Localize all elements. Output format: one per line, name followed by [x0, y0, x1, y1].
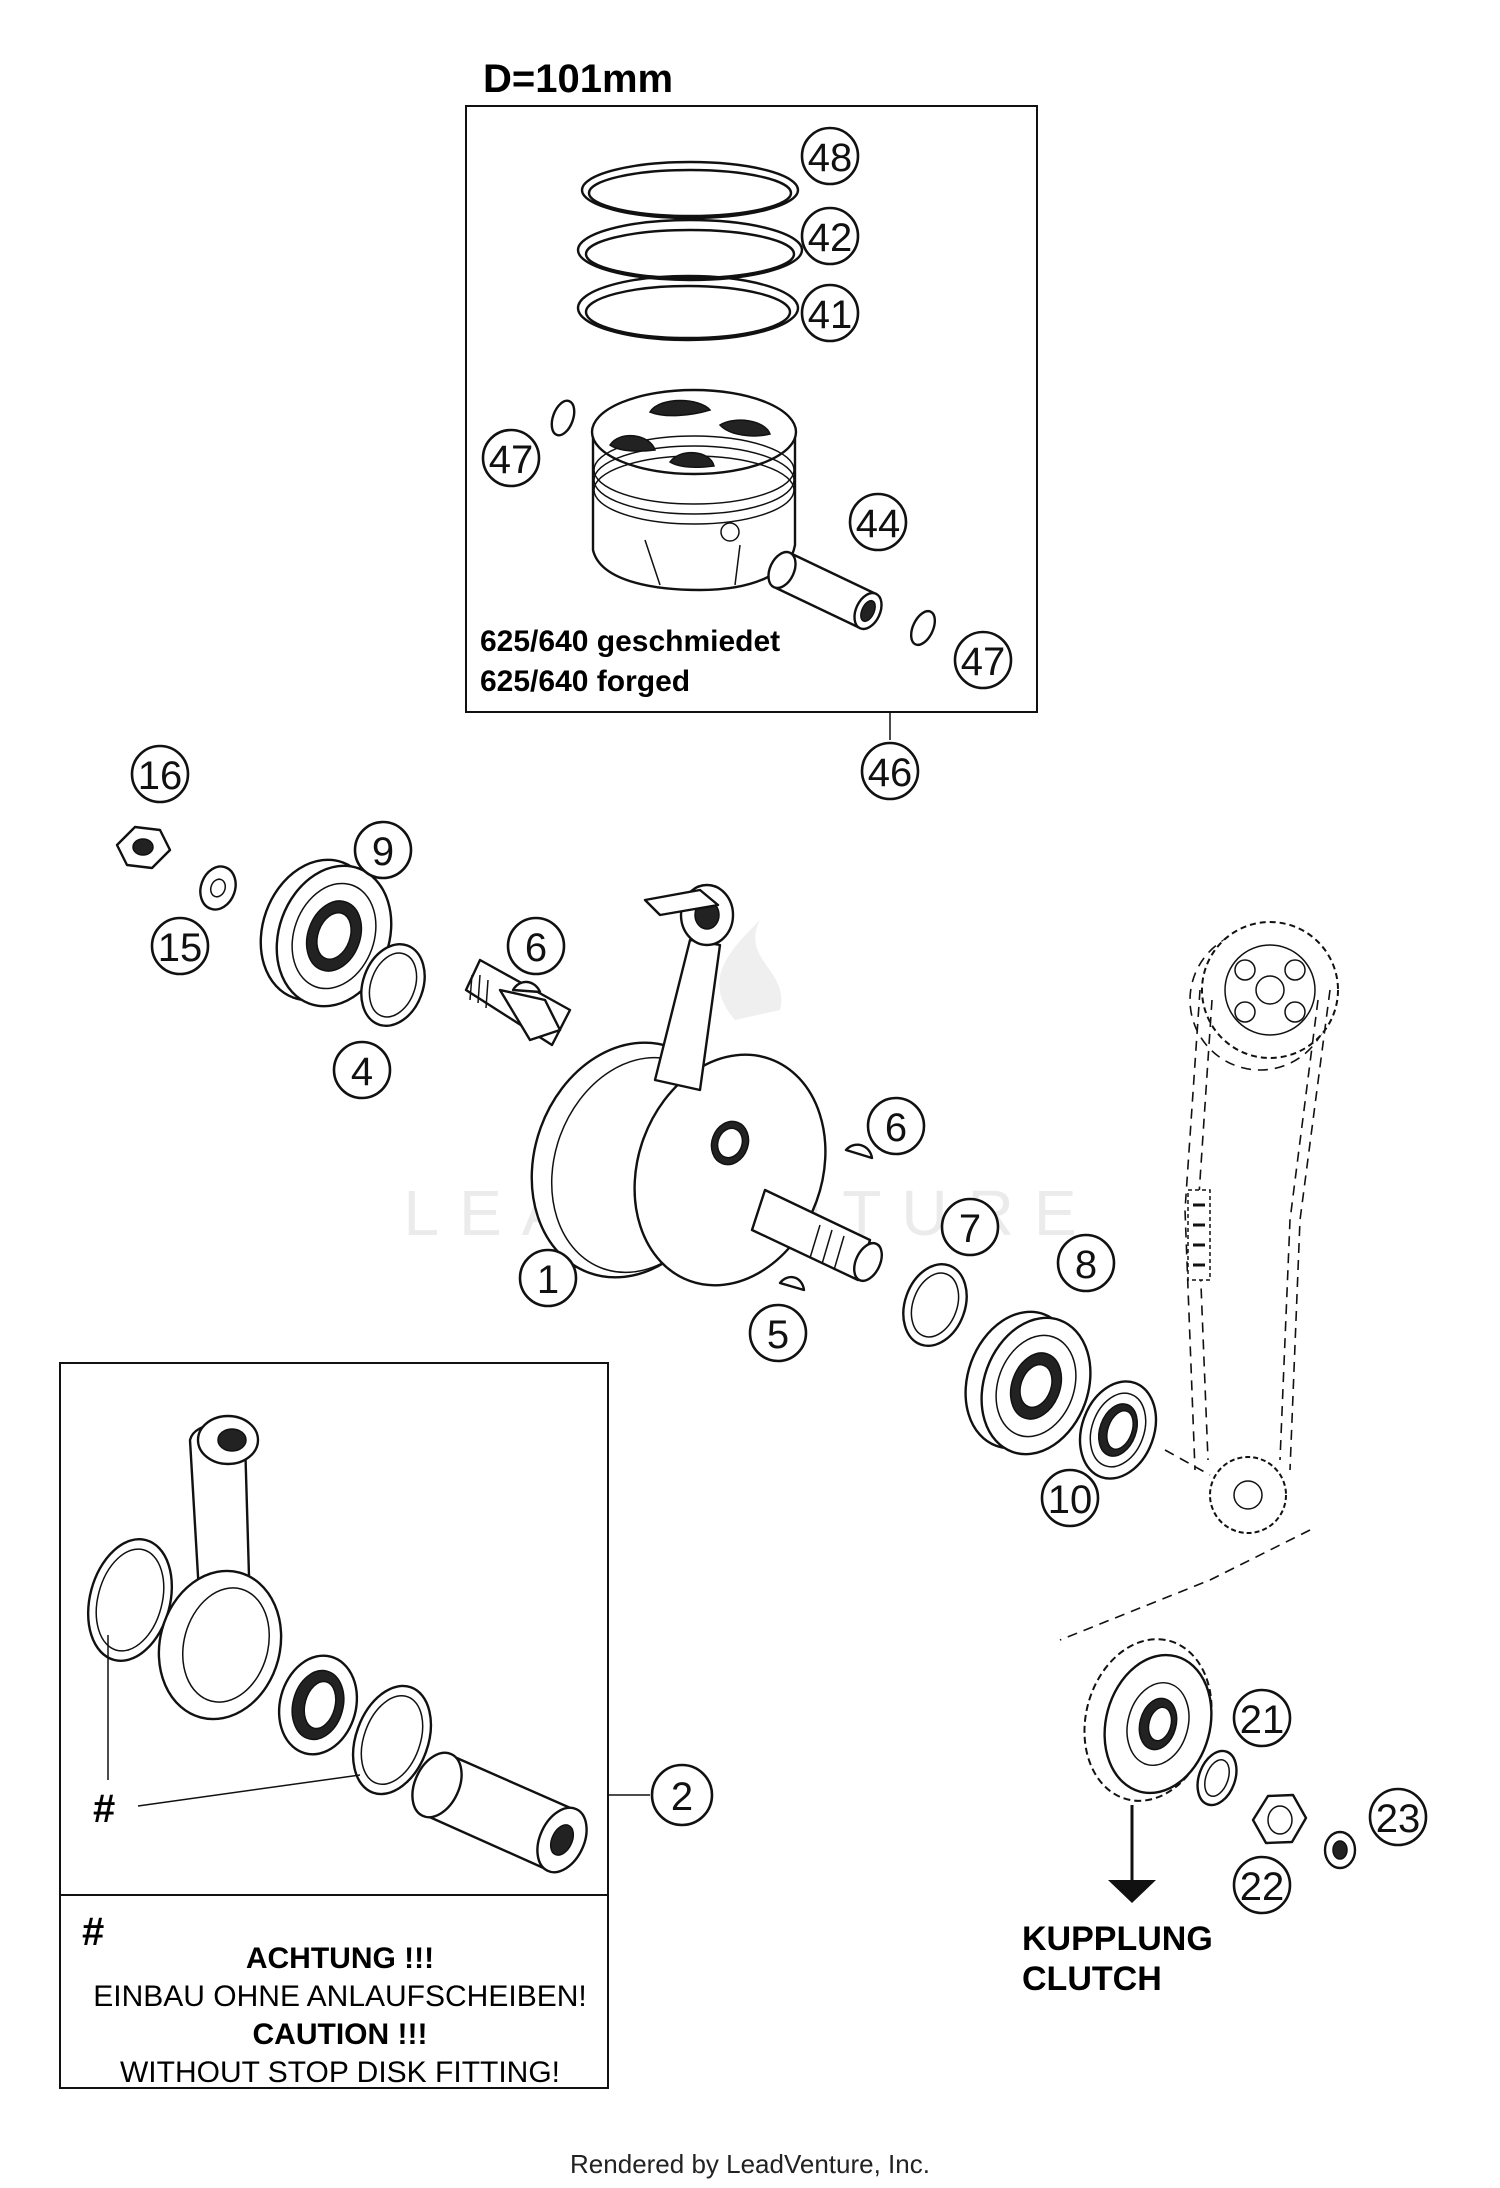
svg-text:8: 8 — [1075, 1243, 1097, 1287]
callout-2: 2 — [650, 1763, 714, 1827]
piston-note-de: 625/640 geschmiedet — [480, 625, 780, 658]
piston-pin[interactable] — [763, 548, 887, 634]
svg-text:41: 41 — [808, 293, 853, 337]
svg-text:1: 1 — [537, 1258, 559, 1302]
piston-note-en: 625/640 forged — [480, 665, 690, 698]
callout-10: 10 — [1040, 1468, 1100, 1528]
crankshaft[interactable] — [464, 883, 887, 1312]
crank-sprocket — [1209, 1456, 1287, 1534]
warning-line-4: WITHOUT STOP DISK FITTING! — [120, 2056, 560, 2089]
svg-text:23: 23 — [1376, 1797, 1421, 1841]
svg-text:21: 21 — [1240, 1698, 1285, 1742]
svg-text:15: 15 — [158, 926, 203, 970]
callout-41: 41 — [800, 283, 860, 343]
lock-washer-21[interactable] — [1191, 1746, 1244, 1811]
callout-1: 1 — [518, 1248, 578, 1308]
piston[interactable] — [590, 388, 798, 592]
piston-ring-42[interactable] — [576, 218, 804, 282]
nut-23[interactable] — [1323, 1830, 1357, 1870]
warning-line-2: EINBAU OHNE ANLAUFSCHEIBEN! — [93, 1980, 586, 2013]
shim-4[interactable] — [350, 935, 435, 1034]
callout-22: 22 — [1232, 1855, 1292, 1915]
connecting-rod[interactable] — [143, 1414, 298, 1733]
callout-6-left: 6 — [506, 916, 566, 976]
primary-gear[interactable] — [1067, 1625, 1229, 1816]
shim-7[interactable] — [892, 1255, 977, 1354]
svg-text:5: 5 — [767, 1313, 789, 1357]
thrust-washer-right[interactable] — [339, 1675, 445, 1805]
svg-text:48: 48 — [808, 136, 853, 180]
crank-pin[interactable] — [403, 1745, 597, 1880]
callout-4: 4 — [332, 1040, 392, 1100]
piston-kit-frame — [465, 105, 1038, 713]
seal-10[interactable] — [1067, 1371, 1169, 1490]
bearing-8[interactable] — [947, 1296, 1109, 1469]
callout-23: 23 — [1368, 1787, 1428, 1847]
svg-text:10: 10 — [1048, 1478, 1093, 1522]
svg-text:6: 6 — [885, 1106, 907, 1150]
camshaft-sprocket — [1201, 921, 1339, 1059]
timing-chain — [1059, 921, 1339, 1641]
svg-text:42: 42 — [808, 216, 853, 260]
callout-6-right: 6 — [866, 1096, 926, 1156]
conrod-kit-box: # # ACHTUNG !!! EINBAU OHNE ANLAUFSCHEIB… — [59, 1362, 650, 2089]
bearing-9[interactable] — [242, 844, 411, 1023]
callout-47-left: 47 — [481, 428, 541, 488]
warning-line-3: CAUTION !!! — [253, 2018, 428, 2051]
callout-47-right: 47 — [953, 630, 1013, 690]
clutch-label-de: KUPPLUNG — [1022, 1920, 1213, 1958]
circlip-47-right[interactable] — [906, 607, 939, 648]
washer-15[interactable] — [195, 862, 242, 915]
svg-text:22: 22 — [1240, 1865, 1285, 1909]
callout-48: 48 — [800, 126, 860, 186]
svg-text:7: 7 — [959, 1207, 981, 1251]
callout-8: 8 — [1056, 1233, 1116, 1293]
warning-hash: # — [82, 1910, 104, 1954]
callout-9: 9 — [353, 820, 413, 880]
conrod-kit-frame — [59, 1362, 609, 2089]
svg-text:2: 2 — [671, 1775, 693, 1819]
piston-kit-box: D=101mm — [465, 57, 1038, 740]
svg-text:47: 47 — [489, 438, 534, 482]
callout-16: 16 — [130, 744, 190, 804]
piston-ring-41[interactable] — [576, 274, 800, 342]
callout-7: 7 — [940, 1197, 1000, 1257]
woodruff-key-6-left[interactable] — [511, 980, 542, 994]
footer-credit: Rendered by LeadVenture, Inc. — [570, 2149, 930, 2179]
nut-22[interactable] — [1251, 1793, 1308, 1845]
svg-text:44: 44 — [856, 502, 901, 546]
circlip-47-left[interactable] — [547, 398, 578, 439]
svg-text:9: 9 — [372, 830, 394, 874]
needle-bearing[interactable] — [268, 1647, 367, 1763]
warning-line-1: ACHTUNG !!! — [246, 1942, 434, 1975]
woodruff-key-6-right[interactable] — [844, 1143, 874, 1160]
nut-16[interactable] — [115, 825, 172, 870]
callout-44: 44 — [848, 492, 908, 552]
piston-ring-48[interactable] — [580, 160, 800, 220]
callout-15: 15 — [150, 916, 210, 976]
callout-21: 21 — [1232, 1688, 1292, 1748]
svg-text:4: 4 — [351, 1050, 373, 1094]
hash-mark: # — [93, 1787, 115, 1831]
callout-42: 42 — [800, 206, 860, 266]
clutch-arrow — [1108, 1805, 1156, 1903]
svg-text:16: 16 — [138, 754, 183, 798]
callout-46: 46 — [860, 741, 920, 801]
woodruff-key-5[interactable] — [778, 1275, 806, 1292]
svg-text:46: 46 — [868, 751, 913, 795]
callout-5: 5 — [748, 1303, 808, 1363]
piston-kit-title: D=101mm — [483, 57, 673, 101]
svg-text:47: 47 — [961, 640, 1006, 684]
svg-text:6: 6 — [525, 926, 547, 970]
clutch-label-en: CLUTCH — [1022, 1960, 1162, 1998]
